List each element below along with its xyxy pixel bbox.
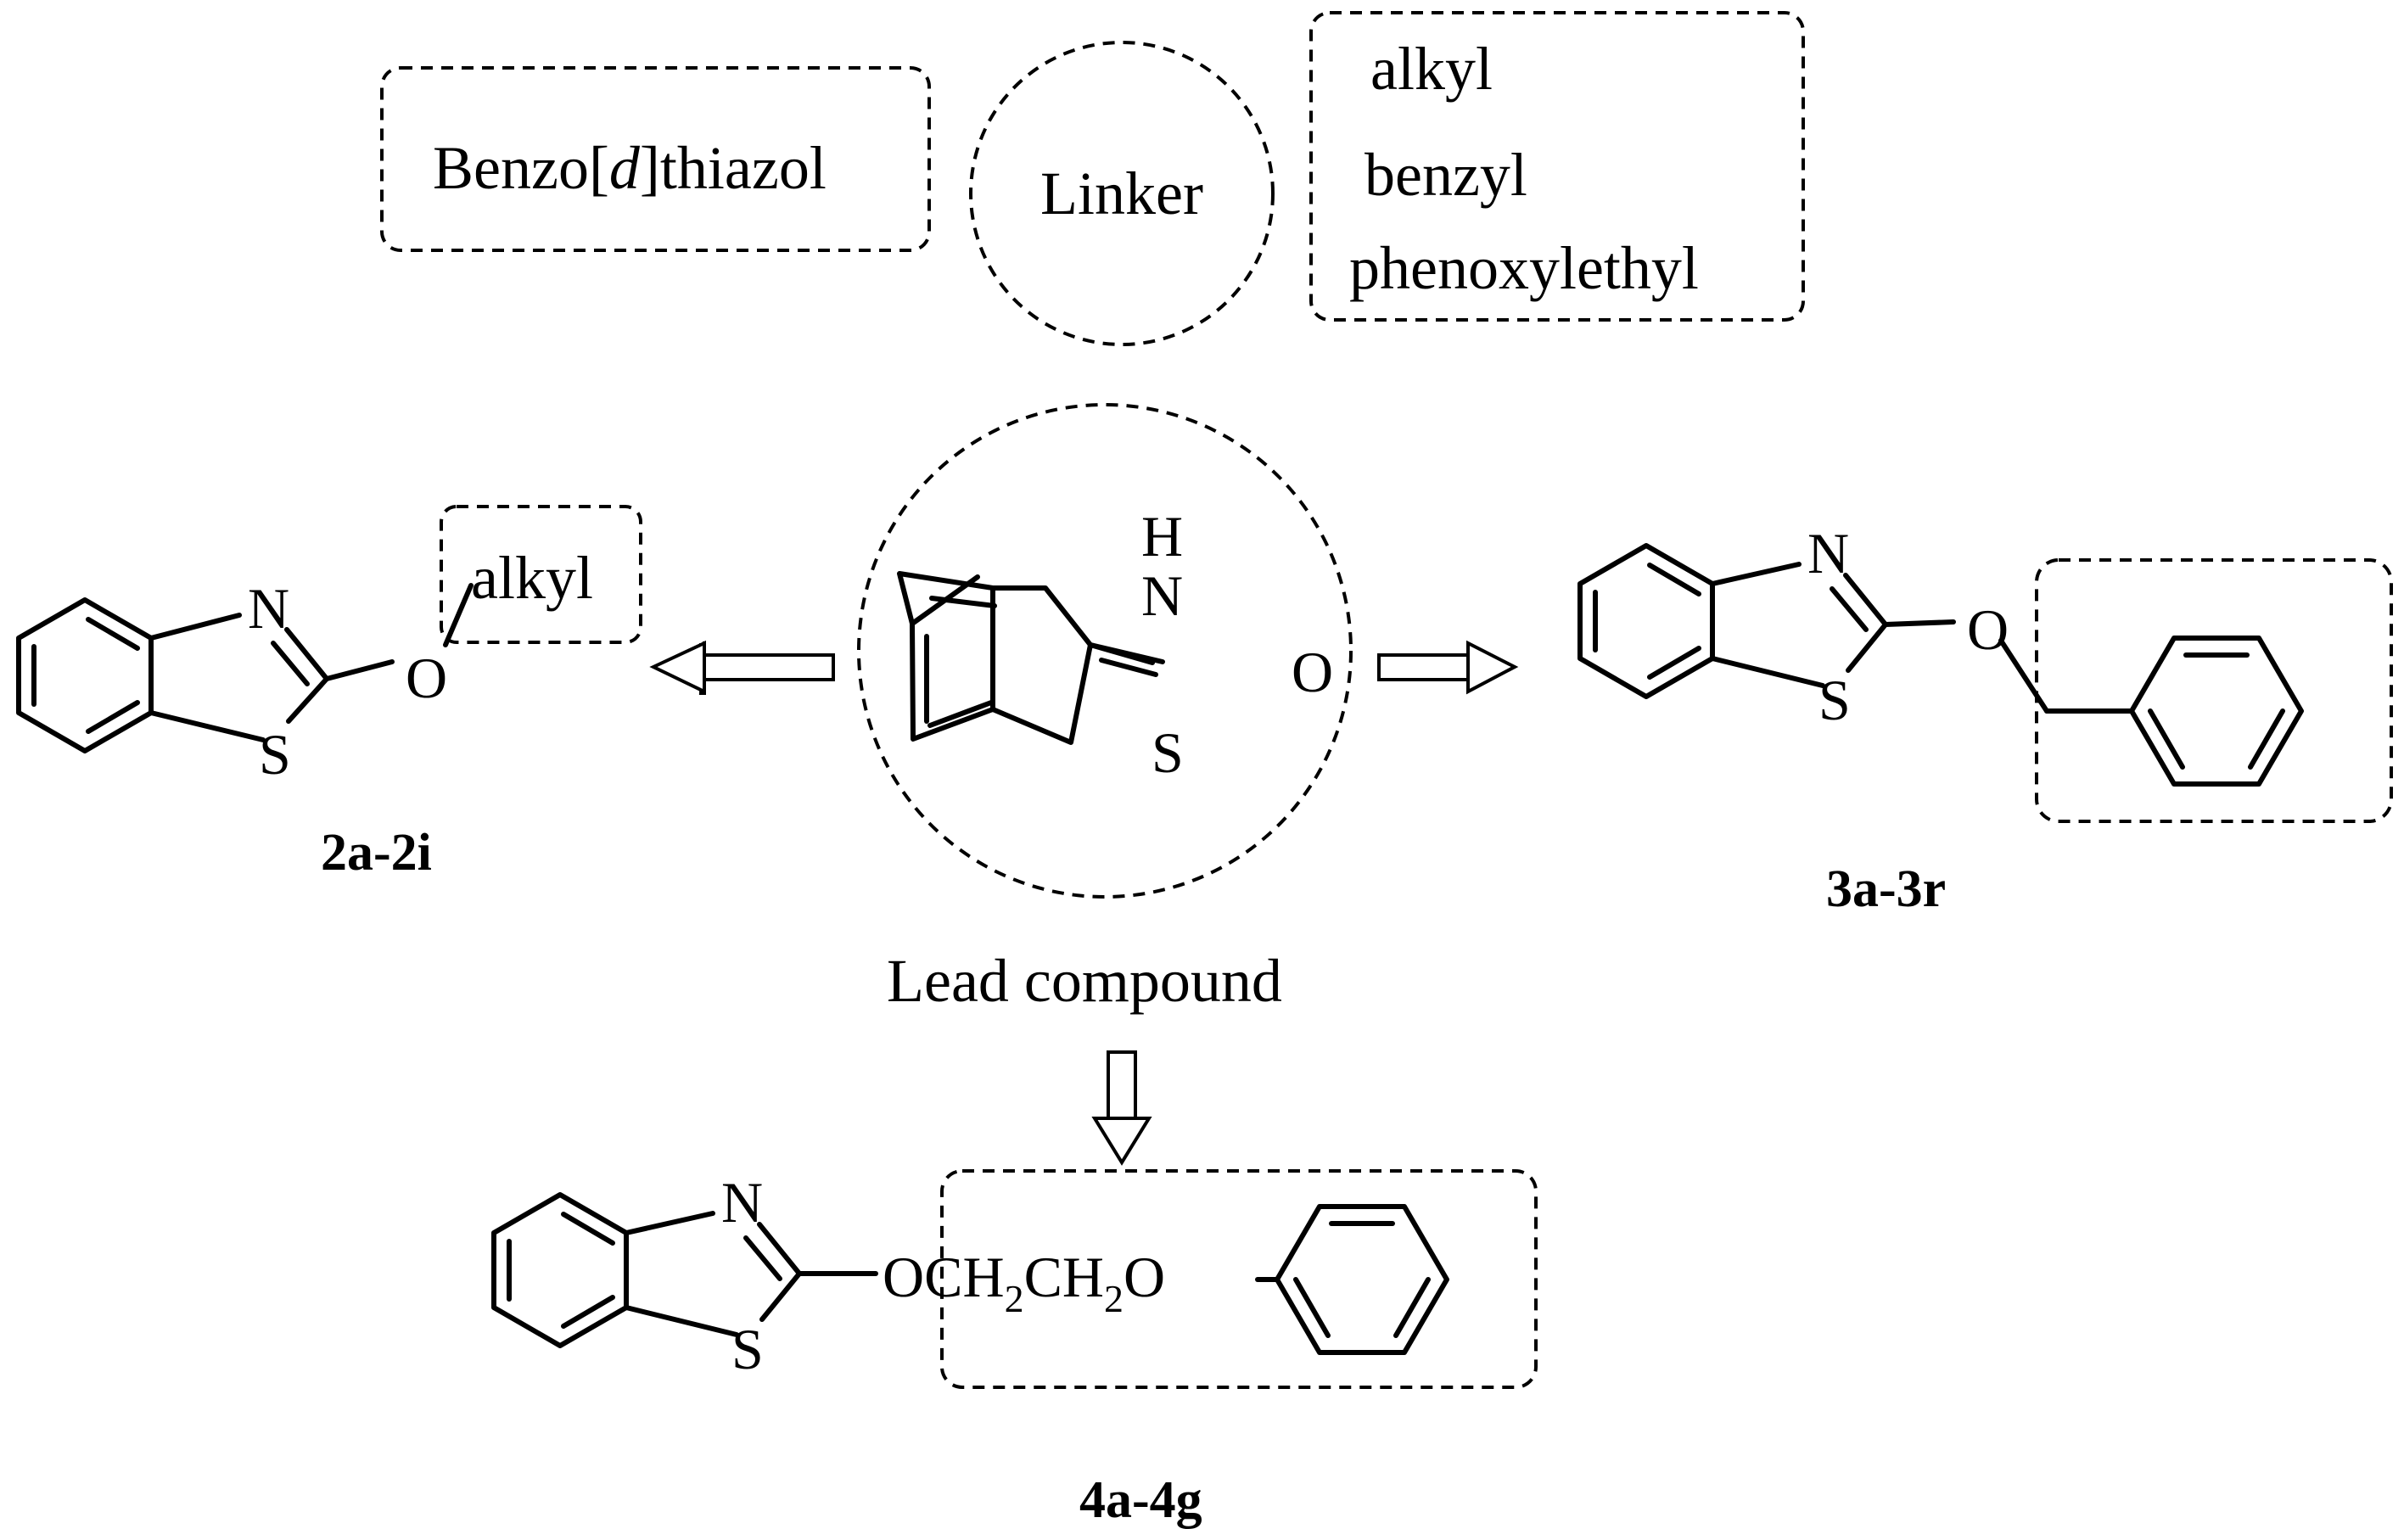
substituent-phenoxylethyl: phenoxylethyl bbox=[1349, 234, 1699, 302]
series-3-atom-O: O bbox=[1967, 597, 2009, 662]
series-4-atom-S: S bbox=[731, 1317, 764, 1381]
scaffold-box: Benzo[d]thiazol bbox=[380, 66, 931, 252]
substituent-alkyl: alkyl bbox=[1370, 35, 1493, 103]
substituent-box: alkyl benzyl phenoxylethyl bbox=[1309, 11, 1805, 322]
lead-compound: H N O S Lead compound bbox=[857, 403, 1353, 1015]
series-2-atom-O: O bbox=[406, 646, 447, 710]
series-4-compound-label: 4a-4g bbox=[1079, 1471, 1202, 1529]
series-4-atom-N: N bbox=[721, 1170, 763, 1235]
series-3-atom-N: N bbox=[1807, 521, 1849, 585]
series-4-structure: N S OCH2CH2O 4a-4g bbox=[491, 1169, 1538, 1529]
lead-atom-O: O bbox=[1292, 640, 1333, 704]
series-4-chain: OCH2CH2O bbox=[883, 1245, 1165, 1320]
series-2-structure: N S O alkyl 2a-2i bbox=[16, 505, 642, 882]
series-2-compound-label: 2a-2i bbox=[321, 824, 432, 882]
lead-caption: Lead compound bbox=[887, 947, 1282, 1015]
lead-atom-N: N bbox=[1141, 563, 1183, 628]
series-2-atom-N: N bbox=[248, 576, 289, 641]
lead-atom-H: H bbox=[1141, 504, 1183, 568]
series-2-group-label: alkyl bbox=[471, 544, 593, 612]
linker-label: Linker bbox=[1040, 160, 1203, 227]
series-2-atom-S: S bbox=[259, 722, 291, 787]
lead-atom-S: S bbox=[1152, 720, 1184, 785]
series-3-atom-S: S bbox=[1818, 668, 1851, 732]
series-3-structure: N S O 3a-3r bbox=[1577, 521, 2393, 918]
arrow-right bbox=[1377, 640, 1519, 695]
series-3-compound-label: 3a-3r bbox=[1826, 860, 1946, 918]
linker-circle: Linker bbox=[969, 41, 1275, 346]
arrow-left bbox=[649, 640, 835, 695]
scaffold-label: Benzo[d]thiazol bbox=[433, 134, 827, 202]
substituent-benzyl: benzyl bbox=[1365, 141, 1527, 209]
arrow-down bbox=[1091, 1050, 1152, 1166]
